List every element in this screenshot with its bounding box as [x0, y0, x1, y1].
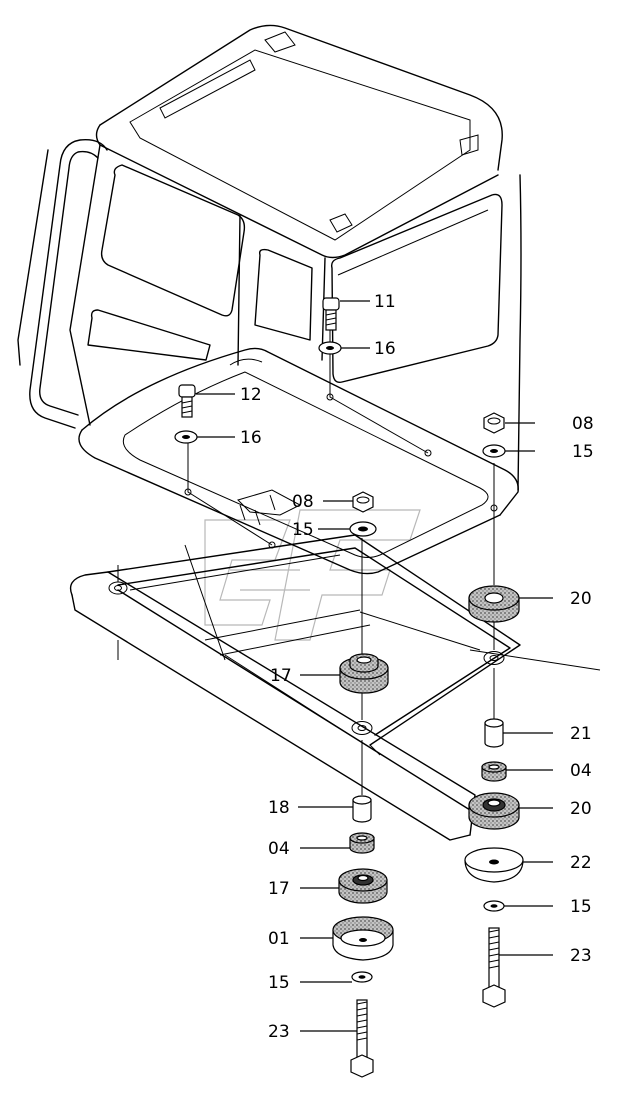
bolt-23-right — [482, 927, 506, 1008]
label-17-upper: 17 — [270, 666, 292, 686]
label-04-left: 04 — [268, 839, 290, 859]
label-20-upper: 20 — [570, 589, 592, 609]
rubber-mount-17-lower — [338, 868, 388, 904]
leader-lines — [196, 300, 553, 1032]
label-01: 01 — [268, 929, 290, 949]
label-12: 12 — [240, 385, 262, 405]
label-15-right-top: 15 — [572, 442, 594, 462]
label-22: 22 — [570, 853, 592, 873]
label-15-left-lower: 15 — [268, 973, 290, 993]
label-23-right: 23 — [570, 946, 592, 966]
plate-01 — [332, 916, 394, 961]
washer-15-right-top — [482, 444, 506, 458]
lower-frame — [69, 534, 601, 841]
assembly-axis-lines — [117, 325, 495, 795]
collar-04-left — [349, 832, 375, 854]
washer-15-center — [349, 521, 377, 537]
nut-08-center — [352, 491, 374, 513]
bolt-23-left — [350, 999, 374, 1078]
washer-15-right-lower — [483, 900, 505, 912]
label-04-right: 04 — [570, 761, 592, 781]
rubber-mount-20-upper — [468, 585, 520, 623]
plate-22 — [464, 847, 524, 883]
label-21: 21 — [570, 724, 592, 744]
label-17-lower: 17 — [268, 879, 290, 899]
spacer-18 — [352, 795, 372, 823]
label-16-lower: 16 — [240, 428, 262, 448]
washer-16-lower — [174, 430, 198, 444]
rubber-mount-20-lower — [468, 792, 520, 830]
bolt-12 — [178, 384, 196, 418]
spacer-21 — [484, 718, 504, 748]
label-11: 11 — [374, 292, 396, 312]
label-20-lower: 20 — [570, 799, 592, 819]
label-18: 18 — [268, 798, 290, 818]
collar-04-right — [481, 761, 507, 782]
washer-16-upper — [318, 341, 342, 355]
bolt-11 — [322, 297, 340, 331]
nut-08-right — [483, 412, 505, 434]
label-08-center: 08 — [292, 492, 314, 512]
rubber-mount-17-upper — [339, 653, 389, 694]
part-labels: 11 16 12 16 08 15 08 15 20 17 21 04 20 1… — [240, 292, 594, 1042]
label-15-right-lower: 15 — [570, 897, 592, 917]
label-16-upper: 16 — [374, 339, 396, 359]
washer-15-left-lower — [351, 971, 373, 983]
label-23-left: 23 — [268, 1022, 290, 1042]
label-08-right: 08 — [572, 414, 594, 434]
label-15-center: 15 — [292, 520, 314, 540]
cab-body — [17, 24, 522, 491]
